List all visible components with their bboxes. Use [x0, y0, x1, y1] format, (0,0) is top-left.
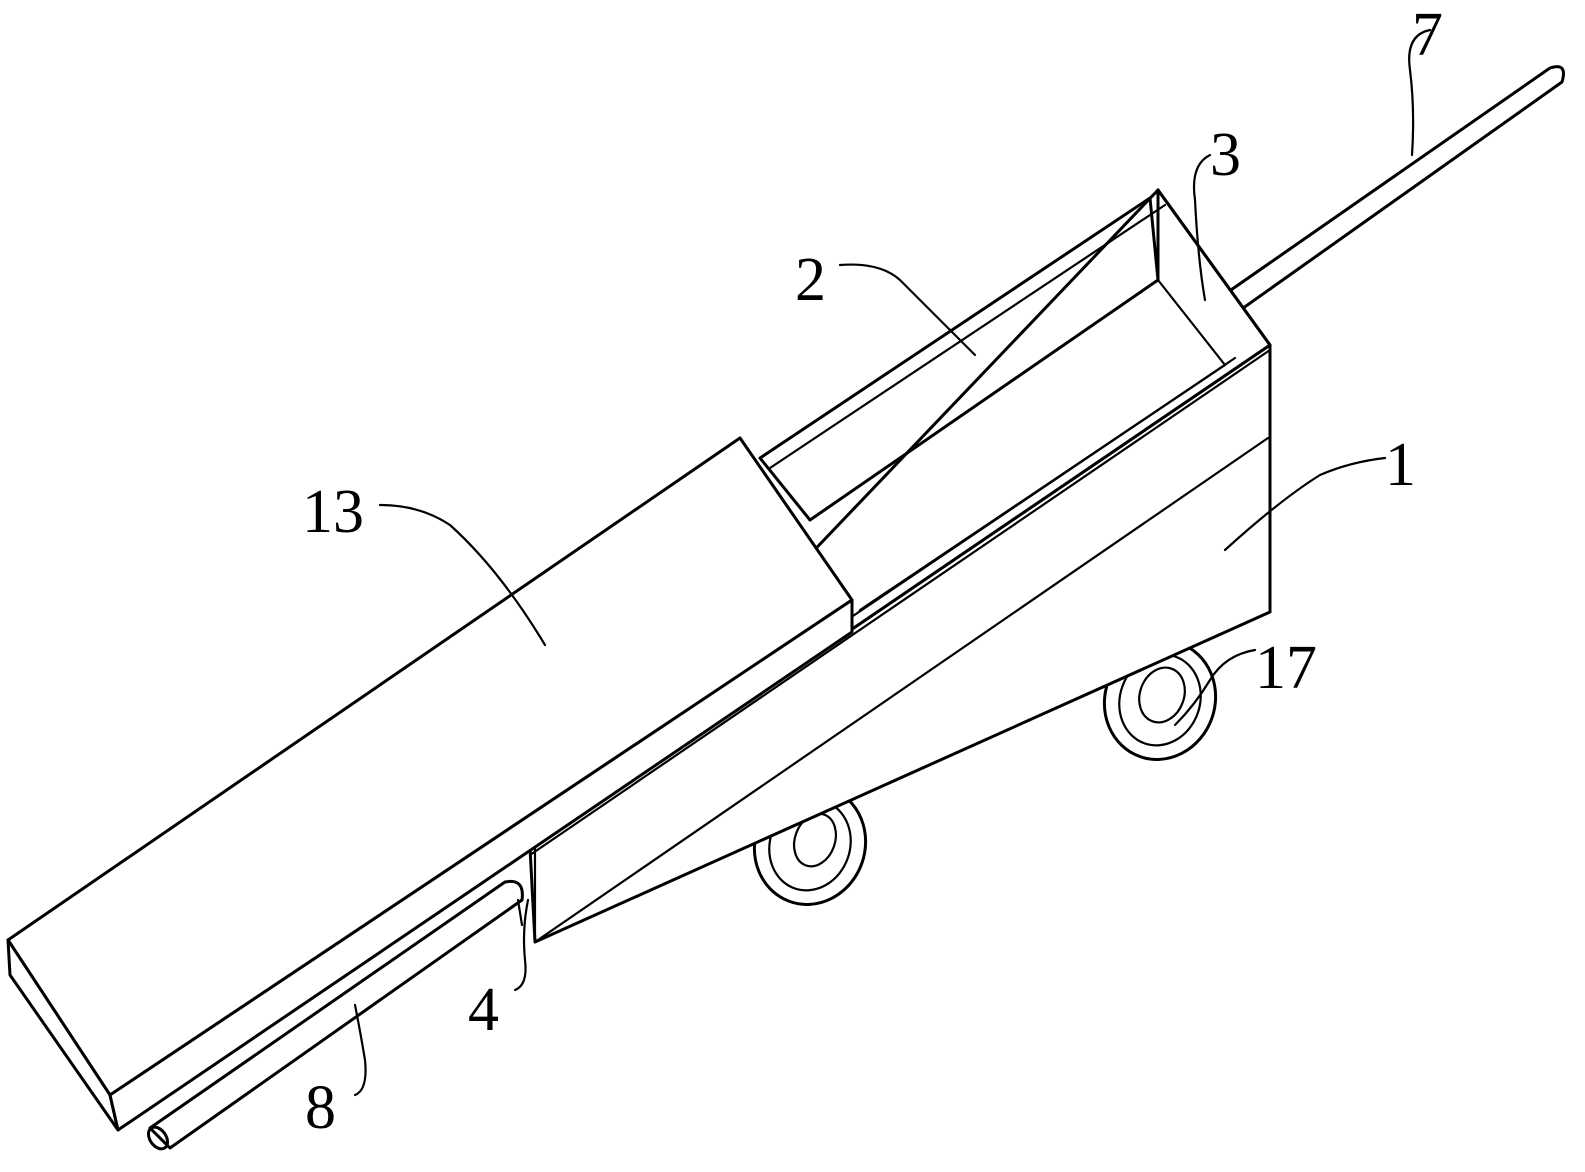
tray	[6, 436, 854, 1132]
leader-1	[1223, 456, 1387, 552]
label-1: 1	[1385, 431, 1416, 499]
label-2: 2	[795, 246, 826, 314]
leader-4	[513, 898, 530, 992]
leader-8	[353, 1003, 367, 1097]
leader-3	[1192, 153, 1212, 302]
label-8: 8	[305, 1074, 336, 1142]
leader-7	[1408, 28, 1432, 157]
leader-17	[1173, 648, 1257, 727]
label-13: 13	[302, 478, 364, 546]
sleeve	[758, 196, 1160, 522]
label-17: 17	[1255, 634, 1317, 702]
rod-lower	[146, 879, 524, 1151]
label-3: 3	[1210, 121, 1241, 189]
leader-2	[838, 263, 977, 357]
label-4: 4	[468, 976, 499, 1044]
leader-lines	[353, 28, 1432, 1097]
rod-upper	[1189, 65, 1565, 330]
label-7: 7	[1412, 1, 1443, 69]
leader-13	[378, 503, 547, 647]
